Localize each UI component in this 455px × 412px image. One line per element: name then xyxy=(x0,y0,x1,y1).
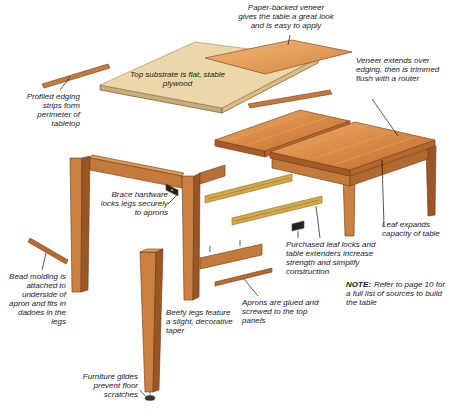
apron xyxy=(200,165,225,184)
leg-side xyxy=(193,173,200,300)
callout-block: Veneer extends over edging, then is trim… xyxy=(356,56,450,83)
bead-molding xyxy=(28,238,68,264)
callout-text: Leaf expands capacity of table xyxy=(382,220,440,238)
callout-text: Furniture glides prevent floor scratches xyxy=(83,372,138,399)
callout-text: Bead molding is attached to underside of… xyxy=(9,272,66,326)
leg xyxy=(70,158,82,292)
table-panel xyxy=(270,122,435,170)
callout-text: Aprons are glued and screwed to the top … xyxy=(242,298,319,325)
note-heading: NOTE: xyxy=(346,280,371,289)
callout-block: NOTE:Refer to page 10 for a full list of… xyxy=(346,280,450,307)
callout-block: Brace hardware locks legs securely to ap… xyxy=(94,190,168,217)
callout-text: Brace hardware locks legs securely to ap… xyxy=(101,190,168,217)
leg-side xyxy=(81,156,90,292)
callout-block: Paper-backed veneer gives the table a gr… xyxy=(238,3,334,30)
leg-side xyxy=(153,249,163,392)
table-extender xyxy=(232,196,322,225)
leg xyxy=(182,176,194,300)
callout-block: Profiled edging strips form perimeter of… xyxy=(8,92,80,128)
callout-block: Purchased leaf locks and table extenders… xyxy=(286,240,386,276)
leader-lines xyxy=(42,35,398,396)
apron xyxy=(200,244,262,269)
callout-block: Beefy legs feature a slight, decorative … xyxy=(166,308,234,335)
edging-strip xyxy=(42,64,110,88)
edging-strip xyxy=(248,90,332,108)
bead-molding xyxy=(215,268,272,286)
table-extender xyxy=(205,174,292,203)
leaf-lock xyxy=(292,221,304,231)
callout-text: Veneer extends over edging, then is trim… xyxy=(356,56,439,83)
furniture-glide xyxy=(145,396,155,401)
callout-block: Bead molding is attached to underside of… xyxy=(4,272,66,326)
callout-text: Paper-backed veneer gives the table a gr… xyxy=(238,3,334,30)
callout-text: Profiled edging strips form perimeter of… xyxy=(27,92,80,128)
callout-text: Top substrate is flat, stable plywood xyxy=(130,70,225,88)
callout-block: Leaf expands capacity of table xyxy=(382,220,450,238)
callout-block: Aprons are glued and screwed to the top … xyxy=(242,298,322,325)
callout-block: Top substrate is flat, stable plywood xyxy=(130,70,225,88)
callout-text: Purchased leaf locks and table extenders… xyxy=(286,240,375,276)
leg-top xyxy=(140,249,163,252)
callout-block: Furniture glides prevent floor scratches xyxy=(70,372,138,399)
veneer-sheet xyxy=(205,40,352,74)
apron xyxy=(90,158,182,188)
callout-text: Beefy legs feature a slight, decorative … xyxy=(166,308,233,335)
